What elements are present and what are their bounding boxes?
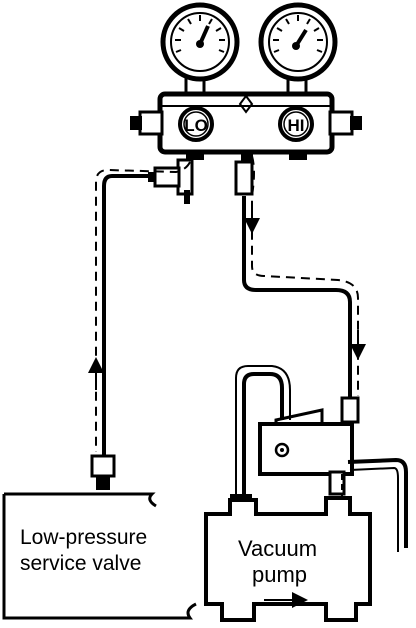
service-valve-label-line1: Low-pressure (20, 526, 147, 549)
lo-valve-knob: LO (178, 106, 214, 142)
center-hose (234, 155, 366, 424)
service-valve-label-line2: service valve (20, 552, 141, 575)
lo-label: LO (184, 116, 208, 135)
vacuum-pump-body (204, 496, 372, 622)
manifold-block (130, 91, 362, 162)
hi-valve-knob: HI (278, 106, 314, 142)
hi-label: HI (288, 116, 305, 135)
vacuum-pump-label-line2: pump (252, 562, 307, 587)
low-side-hose (88, 158, 194, 490)
vacuum-pump-label-line1: Vacuum (238, 536, 317, 561)
service-valve-box (2, 492, 197, 620)
high-pressure-gauge (258, 2, 338, 98)
low-pressure-gauge (160, 2, 240, 98)
